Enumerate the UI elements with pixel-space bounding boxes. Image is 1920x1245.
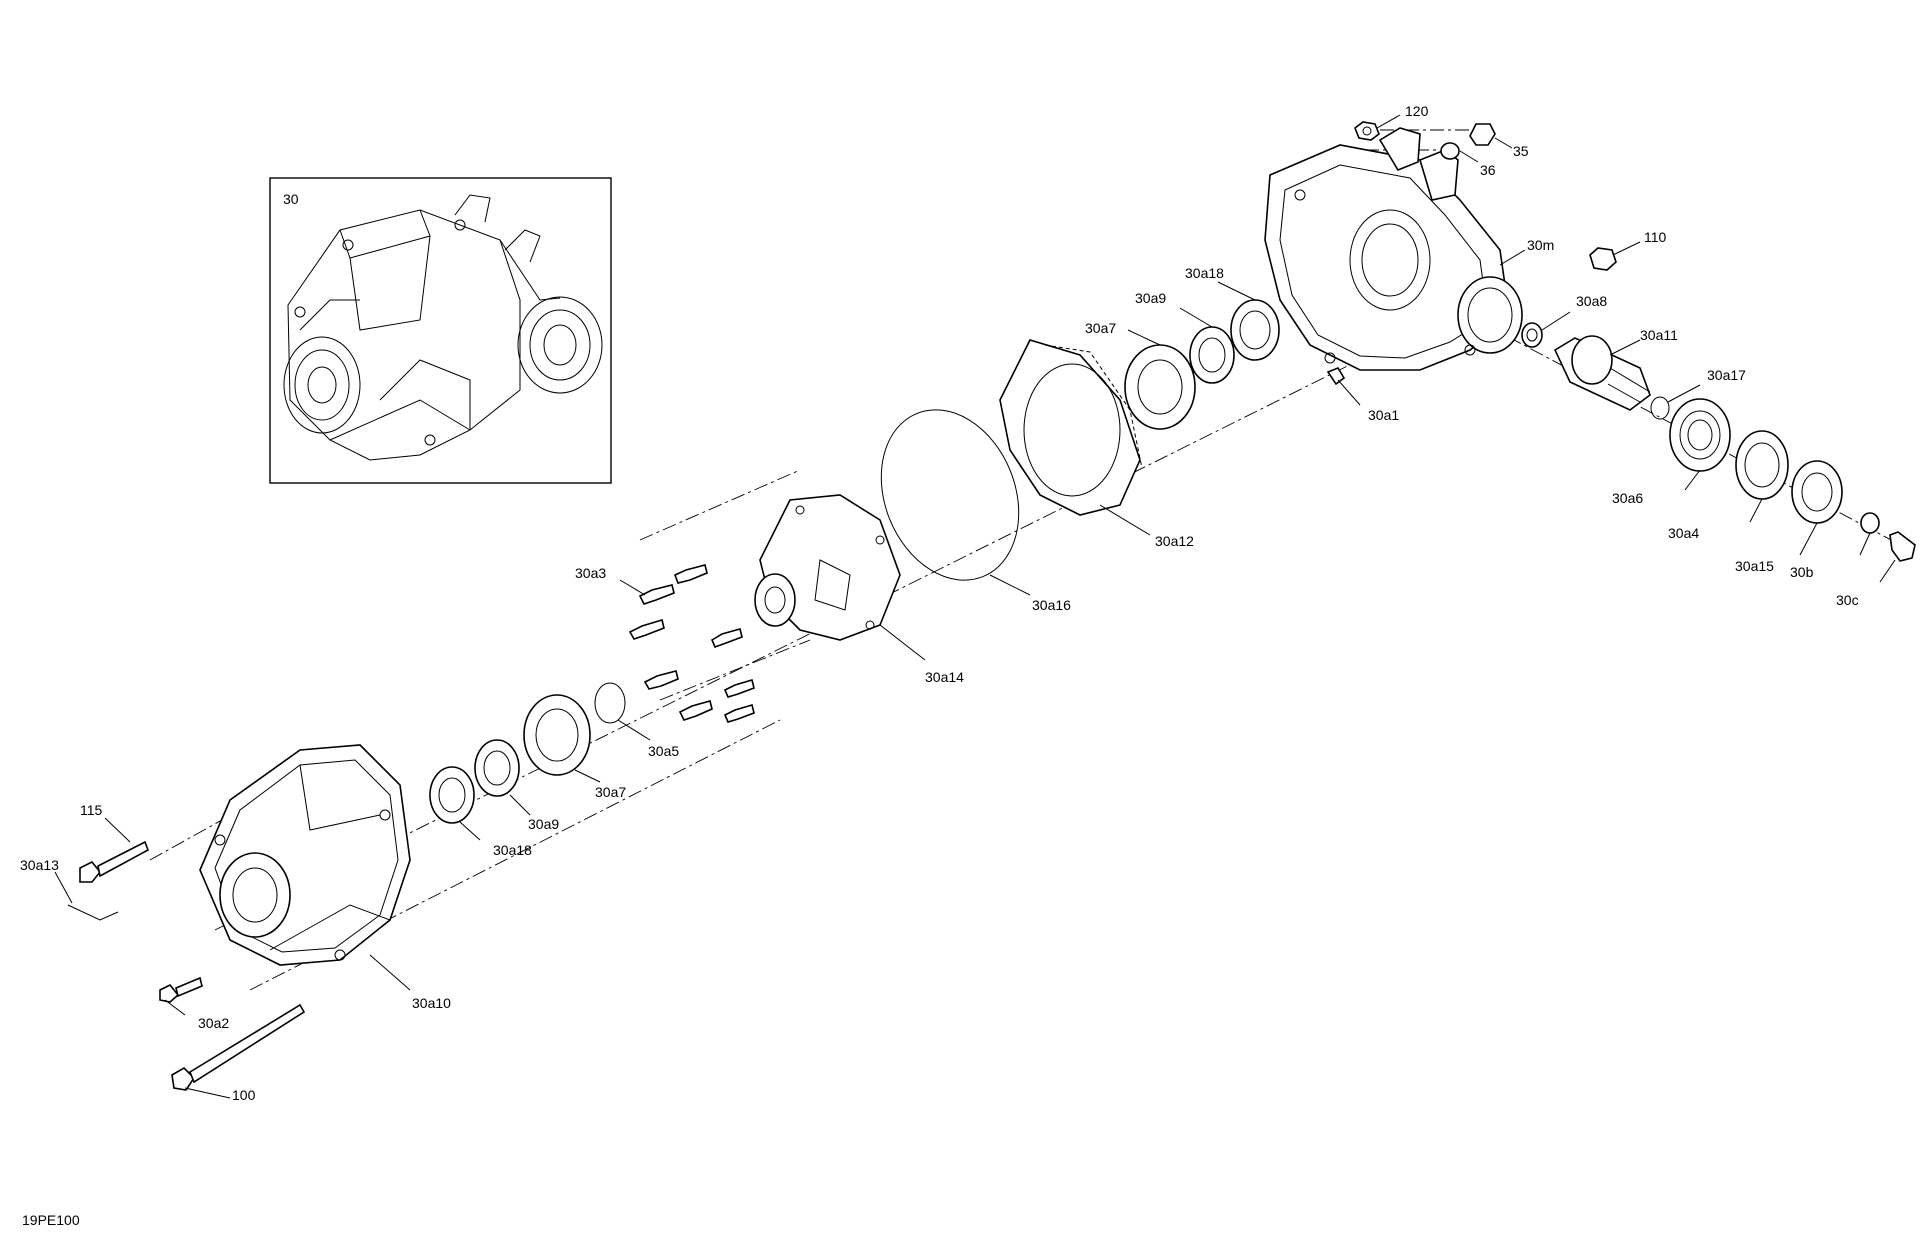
callout-36: 36 bbox=[1480, 162, 1496, 178]
part-30a10-left-housing bbox=[199, 744, 411, 966]
callout-30a6: 30a6 bbox=[1612, 490, 1643, 506]
callout-30a15: 30a15 bbox=[1735, 558, 1774, 574]
part-36-washer bbox=[1440, 142, 1460, 160]
callout-30a9-top: 30a9 bbox=[1135, 290, 1166, 306]
part-30a7-bearing-top bbox=[1124, 344, 1196, 430]
callout-labels: 120 35 36 110 30m 30a8 30a11 30a17 30a1 … bbox=[20, 103, 1859, 1103]
callout-30a5: 30a5 bbox=[648, 743, 679, 759]
part-30a14-differential bbox=[754, 494, 901, 641]
callout-115: 115 bbox=[80, 802, 103, 818]
part-110-nut bbox=[1589, 247, 1617, 271]
part-30b-washer bbox=[1860, 512, 1880, 534]
part-30a3-bolts bbox=[628, 564, 755, 723]
callout-30a17: 30a17 bbox=[1707, 367, 1746, 383]
part-30a8-bearing bbox=[1521, 322, 1543, 348]
callout-30a7-bottom: 30a7 bbox=[595, 784, 626, 800]
part-115-bolt bbox=[79, 840, 149, 883]
part-30a16-oring bbox=[880, 409, 1020, 581]
part-30a9-seal-bottom bbox=[474, 739, 520, 797]
callout-30a10: 30a10 bbox=[412, 995, 451, 1011]
callout-30a16: 30a16 bbox=[1032, 597, 1071, 613]
part-30a5-snapring bbox=[594, 682, 626, 724]
part-30a6-bearing bbox=[1669, 398, 1731, 472]
callout-110: 110 bbox=[1644, 229, 1667, 245]
callout-30a4: 30a4 bbox=[1668, 525, 1699, 541]
inset-label: 30 bbox=[283, 191, 299, 207]
callout-30a8: 30a8 bbox=[1576, 293, 1607, 309]
part-30a15-seal bbox=[1791, 460, 1843, 524]
part-30a4-ring bbox=[1735, 430, 1789, 500]
callout-120: 120 bbox=[1405, 103, 1429, 119]
right-housing-30m bbox=[1264, 127, 1523, 371]
part-100-bolt bbox=[171, 1003, 306, 1091]
part-120-nut bbox=[1354, 121, 1380, 141]
callout-30a11: 30a11 bbox=[1640, 327, 1678, 343]
callout-100: 100 bbox=[232, 1087, 256, 1103]
part-30a12-ring-gear bbox=[999, 339, 1143, 516]
part-30a7-bearing-bottom bbox=[523, 694, 591, 776]
callout-30a13: 30a13 bbox=[20, 857, 59, 873]
inset-assembly: 30 bbox=[269, 177, 612, 484]
callout-30a18-bottom: 30a18 bbox=[493, 842, 532, 858]
callout-30a9-bottom: 30a9 bbox=[528, 816, 559, 832]
part-30a2-bolt bbox=[159, 976, 203, 1003]
part-30a18-bearing-bottom bbox=[429, 766, 475, 824]
leader-lines bbox=[54, 114, 1896, 1099]
part-30a1-plug bbox=[1326, 367, 1346, 386]
part-30a17-circlip bbox=[1650, 396, 1670, 420]
callout-35: 35 bbox=[1513, 143, 1529, 159]
callout-30a14: 30a14 bbox=[925, 669, 964, 685]
callout-30a3: 30a3 bbox=[575, 565, 606, 581]
part-35-plug bbox=[1469, 123, 1496, 146]
callout-30a18-top: 30a18 bbox=[1185, 265, 1224, 281]
callout-30m: 30m bbox=[1527, 237, 1554, 253]
part-30a9-seal-top bbox=[1189, 326, 1235, 384]
drawing-code: 19PE100 bbox=[22, 1212, 80, 1228]
callout-30a7-top: 30a7 bbox=[1085, 320, 1116, 336]
part-30a18-bearing-top bbox=[1230, 299, 1280, 361]
callout-30a1: 30a1 bbox=[1368, 407, 1399, 423]
callout-30a12: 30a12 bbox=[1155, 533, 1194, 549]
part-30a11-pinion bbox=[1553, 335, 1651, 411]
part-30c-bolt bbox=[1889, 531, 1916, 562]
callout-30c: 30c bbox=[1836, 592, 1859, 608]
callout-30a2: 30a2 bbox=[198, 1015, 229, 1031]
callout-30b: 30b bbox=[1790, 564, 1814, 580]
part-30a13-breather bbox=[67, 904, 119, 921]
